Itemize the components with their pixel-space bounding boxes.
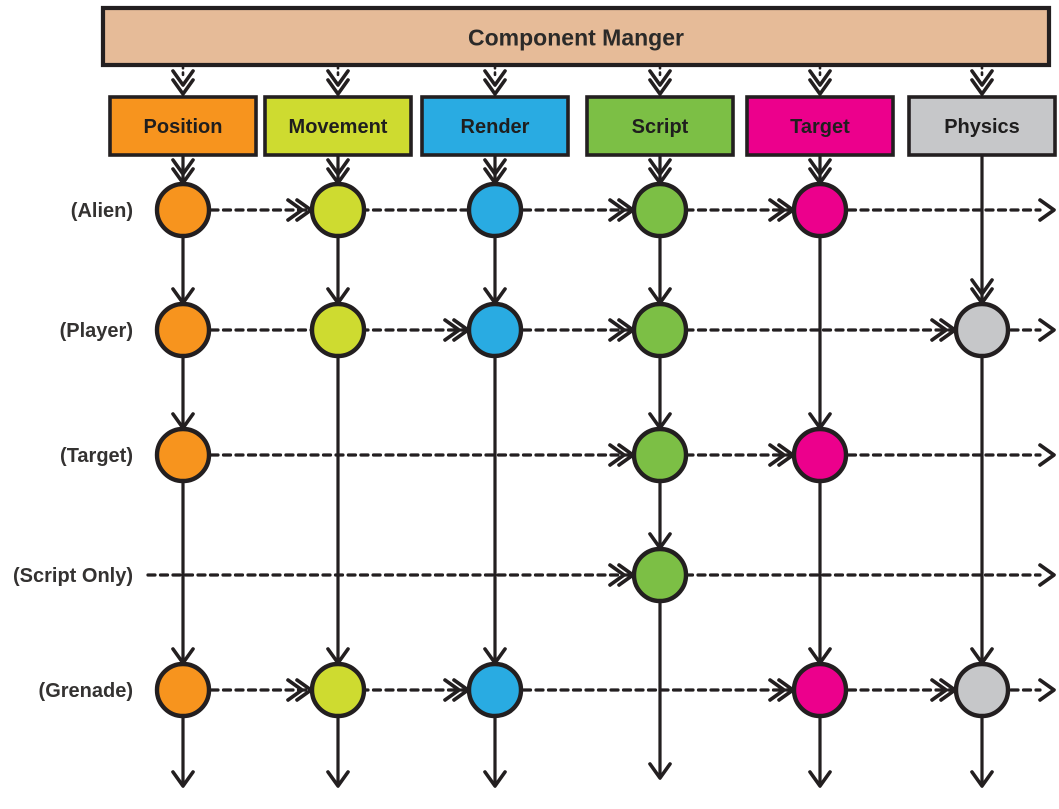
manager-to-movement-arrowhead	[326, 78, 350, 96]
arrowhead-target-script-outer	[608, 443, 626, 467]
entity-row-end-arrowhead-alien	[1038, 198, 1056, 222]
column-bottom-arrowhead-physics	[970, 770, 994, 788]
component-box-physics	[907, 95, 1057, 157]
component-box-physics-label: Physics	[944, 116, 1020, 138]
arrowhead-grenade-movement-outer	[286, 678, 304, 702]
manager-to-render-arrowhead-outer	[483, 69, 507, 87]
column-bottom-arrowhead-movement	[326, 770, 350, 788]
node-target-script	[631, 426, 689, 484]
manager-to-script-arrowhead-outer	[648, 69, 672, 87]
manager-to-movement-arrowhead-outer	[326, 69, 350, 87]
entity-label-player: (Player)	[60, 320, 133, 342]
node-grenade-movement	[309, 661, 367, 719]
node-alien-render	[466, 181, 524, 239]
arrow-into-node-alien-movement-outer	[326, 158, 350, 176]
component-manager-box	[100, 5, 1052, 68]
node-player-render	[466, 301, 524, 359]
component-box-position-label: Position	[144, 116, 223, 138]
node-alien-movement	[309, 181, 367, 239]
entity-label-alien: (Alien)	[71, 200, 133, 222]
arrow-into-node-alien-script-outer	[648, 158, 672, 176]
node-alien-position	[154, 181, 212, 239]
entity-row-end-arrowhead-target	[1038, 443, 1056, 467]
component-box-movement	[263, 95, 413, 157]
column-bottom-arrowhead-position	[171, 770, 195, 788]
entity-row-end-arrowhead-script-only	[1038, 563, 1056, 587]
node-grenade-physics	[953, 661, 1011, 719]
arrowhead-grenade-target-outer	[768, 678, 786, 702]
component-box-script-label: Script	[632, 116, 689, 138]
component-box-movement-label: Movement	[289, 116, 388, 138]
arrowhead-grenade-physics-outer	[930, 678, 948, 702]
entity-row-end-arrowhead-player	[1038, 318, 1056, 342]
entity-label-script-only: (Script Only)	[13, 565, 133, 587]
node-player-script	[631, 301, 689, 359]
manager-to-target-arrowhead-outer	[808, 69, 832, 87]
node-target-position	[154, 426, 212, 484]
node-player-movement	[309, 301, 367, 359]
node-alien-script	[631, 181, 689, 239]
manager-to-position-arrowhead-outer	[171, 69, 195, 87]
node-grenade-position	[154, 661, 212, 719]
arrow-into-node-player-physics-outer	[970, 278, 994, 296]
component-box-render	[420, 95, 570, 157]
arrowhead-target-target-outer	[768, 443, 786, 467]
arrow-into-node-alien-render-outer	[483, 158, 507, 176]
arrowhead-script-only-script-outer	[608, 563, 626, 587]
component-box-position	[108, 95, 258, 157]
component-box-render-label: Render	[461, 116, 530, 138]
manager-to-render-arrowhead	[483, 78, 507, 96]
entity-row-end-arrowhead-grenade	[1038, 678, 1056, 702]
component-manager-title: Component Manger	[468, 25, 684, 51]
manager-to-physics-arrowhead-outer	[970, 69, 994, 87]
component-box-script	[585, 95, 735, 157]
manager-to-physics-arrowhead	[970, 78, 994, 96]
manager-to-script-arrowhead	[648, 78, 672, 96]
arrowhead-alien-script-outer	[608, 198, 626, 222]
node-grenade-render	[466, 661, 524, 719]
column-bottom-arrowhead-script	[648, 762, 672, 780]
node-script-only-script	[631, 546, 689, 604]
component-box-target	[745, 95, 895, 157]
node-player-physics	[953, 301, 1011, 359]
component-box-target-label: Target	[790, 116, 850, 138]
arrowhead-player-script-outer	[608, 318, 626, 342]
node-grenade-target	[791, 661, 849, 719]
arrowhead-alien-movement-outer	[286, 198, 304, 222]
manager-to-target-arrowhead	[808, 78, 832, 96]
node-player-position	[154, 301, 212, 359]
arrowhead-player-physics-outer	[930, 318, 948, 342]
arrow-into-node-alien-target-outer	[808, 158, 832, 176]
arrowhead-player-render-outer	[443, 318, 461, 342]
arrowhead-grenade-render-outer	[443, 678, 461, 702]
manager-to-position-arrowhead	[171, 78, 195, 96]
node-alien-target	[791, 181, 849, 239]
entity-label-target: (Target)	[60, 445, 133, 467]
entity-label-grenade: (Grenade)	[39, 680, 133, 702]
column-bottom-arrowhead-render	[483, 770, 507, 788]
arrow-into-node-alien-position-outer	[171, 158, 195, 176]
node-target-target	[791, 426, 849, 484]
column-bottom-arrowhead-target	[808, 770, 832, 788]
arrowhead-alien-target-outer	[768, 198, 786, 222]
